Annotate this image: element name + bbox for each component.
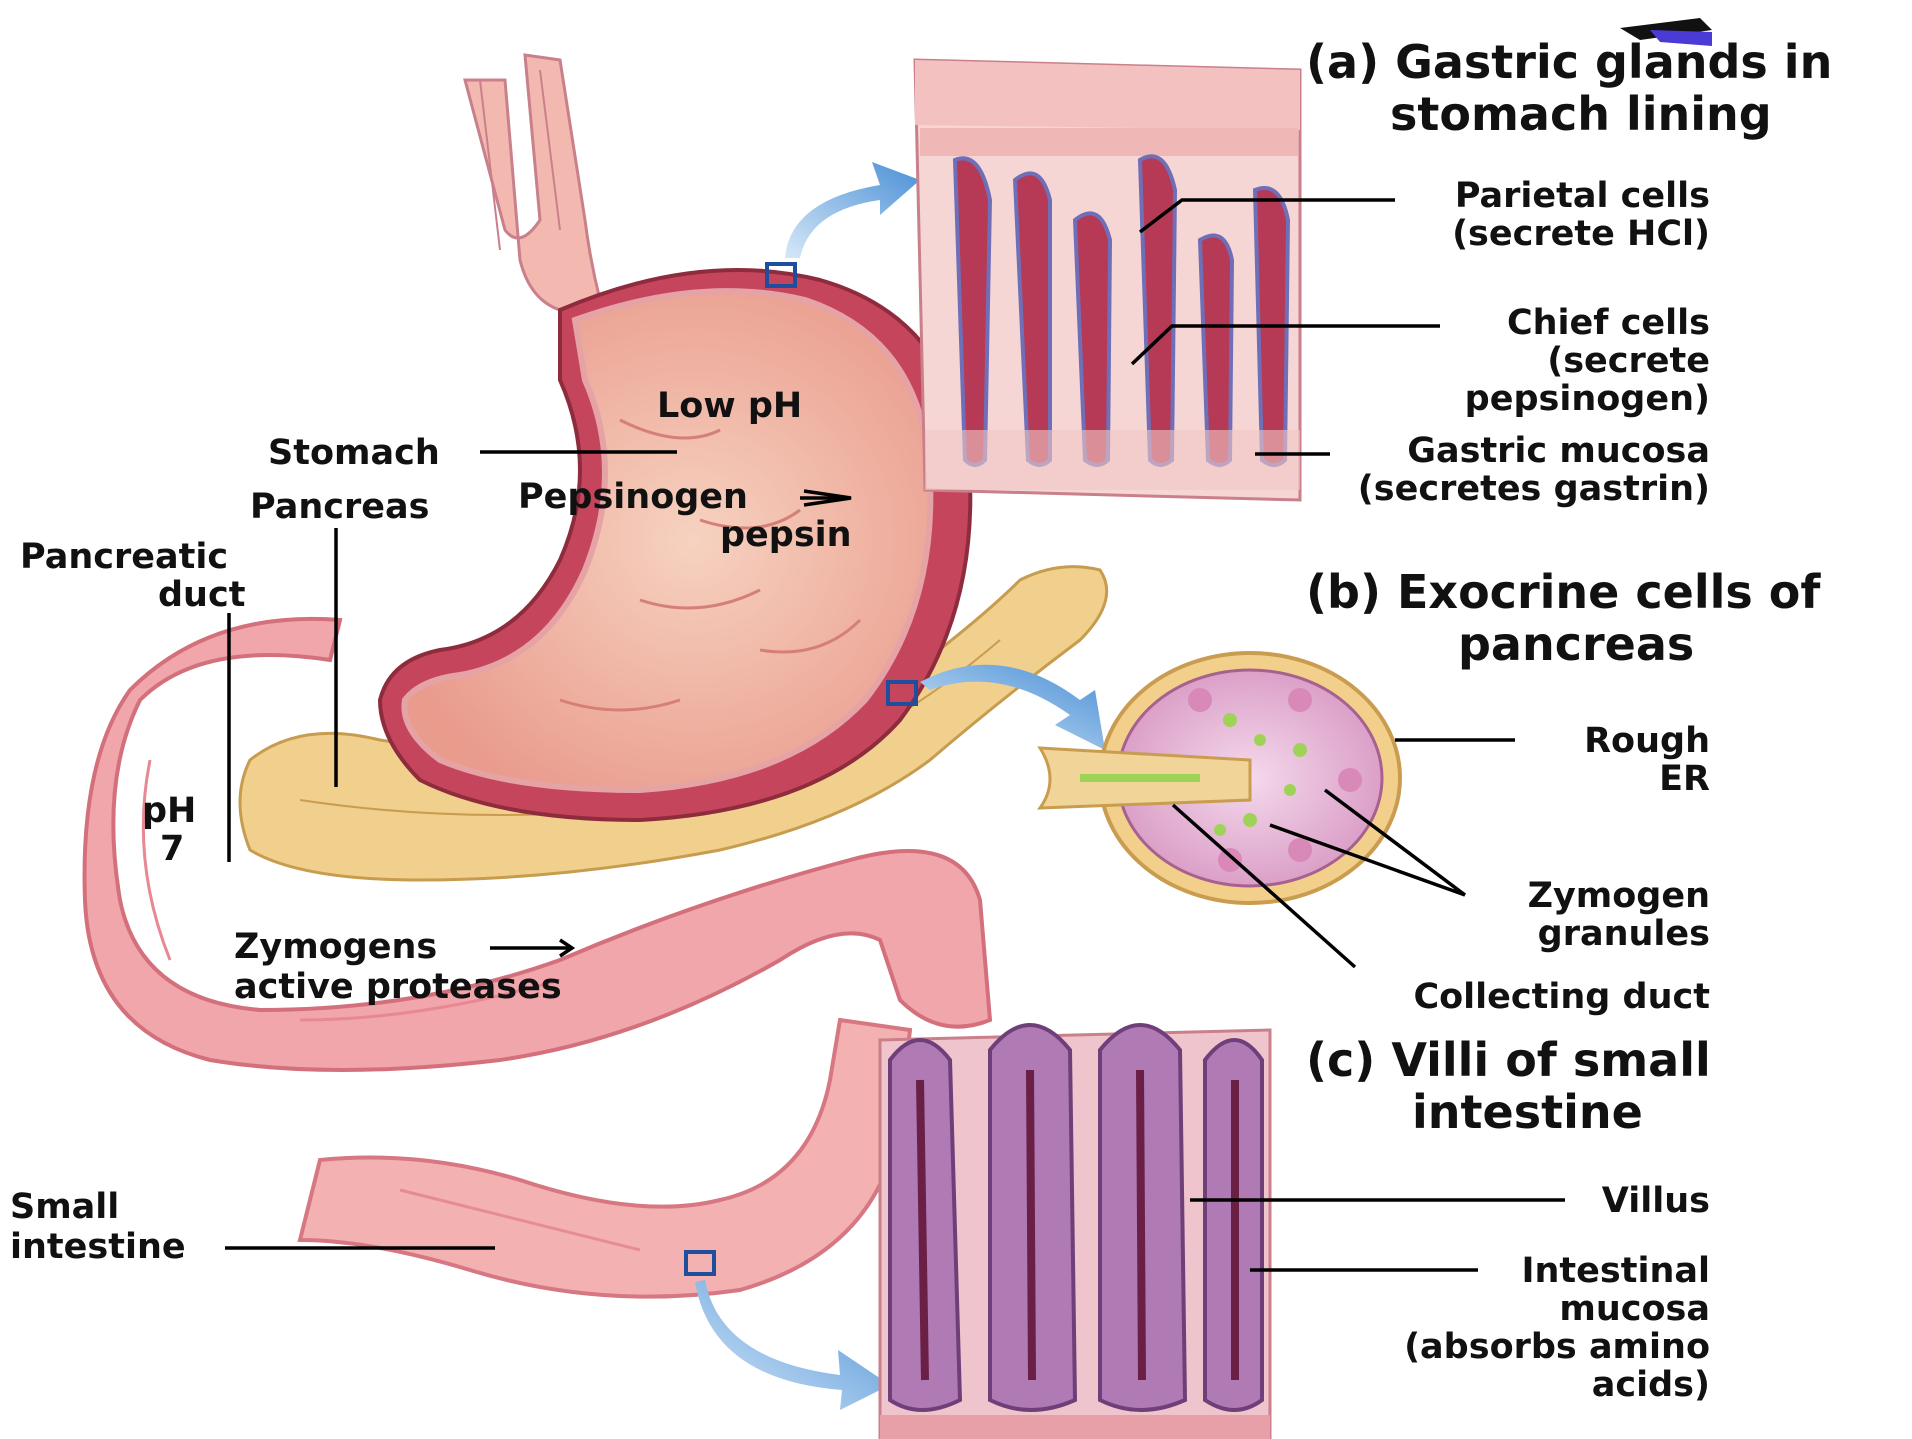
gastric-gland-block [915,60,1300,500]
right-labels: Parietal cells (secrete HCl) Chief cells… [1358,176,1710,1405]
label-zymogens: Zymogens [234,927,437,967]
label-parietal-cells: Parietal cells [1455,176,1710,216]
heading-a-line2: stomach lining [1390,87,1772,141]
heading-c-line1: (c) Villi of small [1306,1033,1711,1087]
heading-b-line1: (b) Exocrine cells of [1306,565,1821,619]
label-low-ph: Low pH [657,386,802,426]
label-intestinal-mucosa-4: acids) [1592,1365,1710,1405]
label-pepsinogen: Pepsinogen [518,477,748,517]
label-gastric-mucosa: Gastric mucosa [1407,431,1710,471]
pancreatic-acinus [1040,653,1400,903]
heading-b-line2: pancreas [1458,617,1694,671]
label-stomach: Stomach [268,433,440,473]
zoom-arrow-stomach-icon [785,162,920,258]
label-villus: Villus [1602,1181,1710,1221]
label-ph-1: pH [142,791,196,831]
label-chief-function-2: pepsinogen) [1465,379,1710,419]
zoom-arrow-intestine-icon [695,1280,890,1410]
label-zymogen-granules-2: granules [1538,914,1710,954]
label-gastric-function: (secretes gastrin) [1358,469,1710,509]
label-intestinal-mucosa-2: mucosa [1559,1289,1710,1329]
label-active-proteases: active proteases [234,967,562,1007]
villi-block [880,1025,1270,1439]
label-pepsin: pepsin [720,515,852,555]
label-chief-function-1: (secrete [1547,341,1710,381]
heading-a-line1: (a) Gastric glands in [1306,35,1832,89]
heading-c-line2: intestine [1412,1085,1643,1139]
label-collecting-duct: Collecting duct [1413,977,1710,1017]
label-small-intestine-2: intestine [10,1227,186,1267]
label-ph-2: 7 [160,829,184,869]
esophagus [465,55,600,310]
label-rough-er-2: ER [1659,759,1710,799]
label-zymogen-granules-1: Zymogen [1528,876,1710,916]
label-pancreas: Pancreas [250,487,429,527]
label-rough-er-1: Rough [1584,721,1710,761]
label-parietal-function: (secrete HCl) [1452,214,1710,254]
stomach-organ [380,270,970,820]
label-pancreatic-duct-1: Pancreatic [20,537,228,577]
label-small-intestine-1: Small [10,1187,119,1227]
label-intestinal-mucosa-3: (absorbs amino [1404,1327,1710,1367]
label-pancreatic-duct-2: duct [158,575,245,615]
label-chief-cells: Chief cells [1507,303,1710,343]
label-intestinal-mucosa-1: Intestinal [1521,1251,1710,1291]
